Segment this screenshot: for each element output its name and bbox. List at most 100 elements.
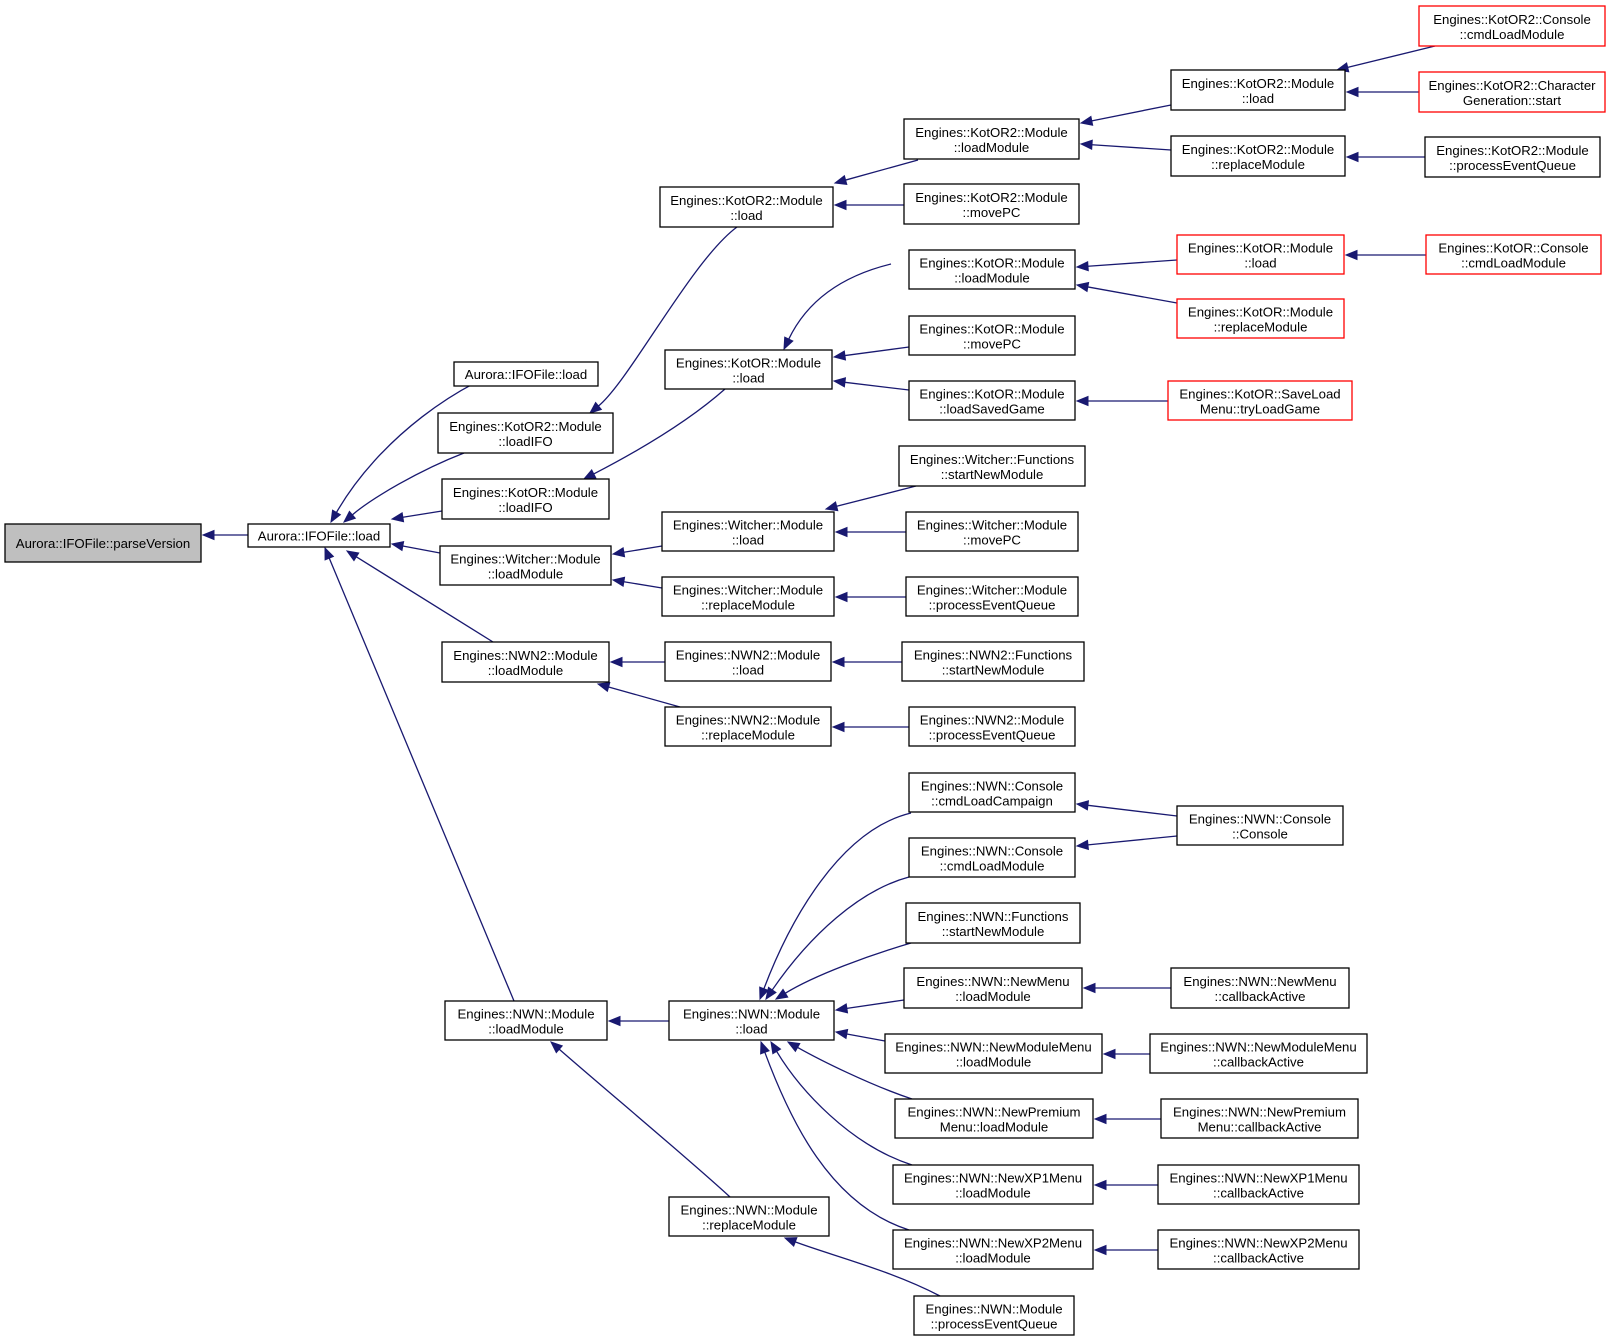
node-n28[interactable]: Engines::Witcher::Module::processEventQu… bbox=[905, 576, 1079, 617]
node-box[interactable] bbox=[1149, 1033, 1368, 1074]
node-box[interactable] bbox=[668, 1196, 830, 1237]
node-n23[interactable]: Engines::KotOR::SaveLoadMenu::tryLoadGam… bbox=[1167, 380, 1353, 421]
node-n7[interactable]: Engines::NWN::Module::loadModule bbox=[444, 1000, 608, 1041]
node-n34[interactable]: Engines::NWN::Module::replaceModule bbox=[668, 1196, 830, 1237]
node-box[interactable] bbox=[908, 380, 1076, 421]
node-box[interactable] bbox=[1170, 69, 1346, 111]
node-n42[interactable]: Engines::NWN::NewXP2Menu::loadModule bbox=[892, 1229, 1094, 1270]
node-n33[interactable]: Engines::NWN::Module::load bbox=[668, 1000, 835, 1041]
node-n14[interactable]: Engines::KotOR2::CharacterGeneration::st… bbox=[1418, 71, 1606, 113]
node-n43[interactable]: Engines::NWN::Module::processEventQueue bbox=[913, 1295, 1075, 1336]
node-box[interactable] bbox=[905, 902, 1081, 944]
node-n41[interactable]: Engines::NWN::NewXP1Menu::loadModule bbox=[892, 1164, 1094, 1205]
node-n35[interactable]: Engines::NWN::Console::cmdLoadCampaign bbox=[908, 772, 1076, 813]
node-n29[interactable]: Engines::NWN2::Module::load bbox=[664, 641, 832, 682]
node-n2[interactable]: Aurora::IFOFile::load bbox=[453, 361, 599, 387]
node-box[interactable] bbox=[453, 361, 599, 387]
node-box[interactable] bbox=[1176, 805, 1344, 846]
node-box[interactable] bbox=[1170, 135, 1346, 177]
node-box[interactable] bbox=[892, 1164, 1094, 1205]
node-n4[interactable]: Engines::KotOR::Module::loadIFO bbox=[441, 478, 610, 520]
node-box[interactable] bbox=[668, 1000, 835, 1041]
node-box[interactable] bbox=[908, 249, 1076, 290]
node-box[interactable] bbox=[1176, 298, 1345, 339]
node-box[interactable] bbox=[903, 967, 1083, 1009]
node-box[interactable] bbox=[908, 706, 1076, 747]
node-n48[interactable]: Engines::NWN::NewXP1Menu::callbackActive bbox=[1157, 1164, 1360, 1205]
node-box[interactable] bbox=[437, 412, 614, 454]
node-box[interactable] bbox=[664, 349, 833, 390]
node-box[interactable] bbox=[1424, 136, 1601, 178]
node-box[interactable] bbox=[659, 186, 834, 228]
node-box[interactable] bbox=[905, 576, 1079, 617]
node-box[interactable] bbox=[894, 1098, 1094, 1139]
node-n11[interactable]: Engines::KotOR2::Module::load bbox=[1170, 69, 1346, 111]
node-box[interactable] bbox=[1160, 1098, 1359, 1139]
node-box[interactable] bbox=[439, 545, 612, 586]
node-box[interactable] bbox=[1425, 234, 1602, 275]
node-box[interactable] bbox=[908, 315, 1076, 356]
node-n30[interactable]: Engines::NWN2::Module::replaceModule bbox=[664, 706, 832, 747]
node-n46[interactable]: Engines::NWN::NewModuleMenu::callbackAct… bbox=[1149, 1033, 1368, 1074]
node-box[interactable] bbox=[1167, 380, 1353, 421]
node-n6[interactable]: Engines::NWN2::Module::loadModule bbox=[441, 641, 610, 683]
node-box[interactable] bbox=[1157, 1229, 1360, 1270]
node-box[interactable] bbox=[908, 772, 1076, 813]
node-box[interactable] bbox=[898, 445, 1086, 487]
node-n32[interactable]: Engines::NWN2::Module::processEventQueue bbox=[908, 706, 1076, 747]
node-box[interactable] bbox=[1157, 1164, 1360, 1205]
node-box[interactable] bbox=[664, 641, 832, 682]
node-n13[interactable]: Engines::KotOR2::Console::cmdLoadModule bbox=[1418, 5, 1606, 47]
node-n5[interactable]: Engines::Witcher::Module::loadModule bbox=[439, 545, 612, 586]
node-n24[interactable]: Engines::Witcher::Module::load bbox=[661, 511, 835, 552]
node-box[interactable] bbox=[892, 1229, 1094, 1270]
node-box[interactable] bbox=[903, 118, 1080, 160]
node-n15[interactable]: Engines::KotOR2::Module::processEventQue… bbox=[1424, 136, 1601, 178]
node-n27[interactable]: Engines::Witcher::Module::movePC bbox=[905, 511, 1079, 552]
node-box[interactable] bbox=[247, 523, 391, 548]
node-n16[interactable]: Engines::KotOR::Module::load bbox=[664, 349, 833, 390]
node-n20[interactable]: Engines::KotOR::Module::load bbox=[1176, 234, 1345, 275]
node-box[interactable] bbox=[4, 523, 202, 563]
node-n18[interactable]: Engines::KotOR::Module::movePC bbox=[908, 315, 1076, 356]
node-n1[interactable]: Aurora::IFOFile::load bbox=[247, 523, 391, 548]
node-box[interactable] bbox=[1418, 71, 1606, 113]
node-n44[interactable]: Engines::NWN::Console::Console bbox=[1176, 805, 1344, 846]
node-box[interactable] bbox=[1176, 234, 1345, 275]
node-box[interactable] bbox=[908, 837, 1076, 878]
node-box[interactable] bbox=[1170, 967, 1350, 1009]
node-n39[interactable]: Engines::NWN::NewModuleMenu::loadModule bbox=[884, 1033, 1103, 1074]
node-n8[interactable]: Engines::KotOR2::Module::load bbox=[659, 186, 834, 228]
node-n38[interactable]: Engines::NWN::NewMenu::loadModule bbox=[903, 967, 1083, 1009]
node-n19[interactable]: Engines::KotOR::Module::loadSavedGame bbox=[908, 380, 1076, 421]
node-n31[interactable]: Engines::NWN2::Functions::startNewModule bbox=[901, 641, 1085, 682]
node-n45[interactable]: Engines::NWN::NewMenu::callbackActive bbox=[1170, 967, 1350, 1009]
node-n10[interactable]: Engines::KotOR2::Module::movePC bbox=[903, 183, 1080, 225]
node-box[interactable] bbox=[441, 478, 610, 520]
node-box[interactable] bbox=[661, 576, 835, 617]
node-n9[interactable]: Engines::KotOR2::Module::loadModule bbox=[903, 118, 1080, 160]
node-n49[interactable]: Engines::NWN::NewXP2Menu::callbackActive bbox=[1157, 1229, 1360, 1270]
node-n3[interactable]: Engines::KotOR2::Module::loadIFO bbox=[437, 412, 614, 454]
node-box[interactable] bbox=[661, 511, 835, 552]
node-box[interactable] bbox=[901, 641, 1085, 682]
node-n37[interactable]: Engines::NWN::Functions::startNewModule bbox=[905, 902, 1081, 944]
node-box[interactable] bbox=[1418, 5, 1606, 47]
node-n25[interactable]: Engines::Witcher::Module::replaceModule bbox=[661, 576, 835, 617]
node-n21[interactable]: Engines::KotOR::Module::replaceModule bbox=[1176, 298, 1345, 339]
node-box[interactable] bbox=[913, 1295, 1075, 1336]
node-n0[interactable]: Aurora::IFOFile::parseVersion bbox=[4, 523, 202, 563]
node-n36[interactable]: Engines::NWN::Console::cmdLoadModule bbox=[908, 837, 1076, 878]
node-box[interactable] bbox=[444, 1000, 608, 1041]
node-box[interactable] bbox=[884, 1033, 1103, 1074]
node-box[interactable] bbox=[903, 183, 1080, 225]
node-n17[interactable]: Engines::KotOR::Module::loadModule bbox=[908, 249, 1076, 290]
node-box[interactable] bbox=[905, 511, 1079, 552]
node-box[interactable] bbox=[441, 641, 610, 683]
node-n12[interactable]: Engines::KotOR2::Module::replaceModule bbox=[1170, 135, 1346, 177]
node-n47[interactable]: Engines::NWN::NewPremiumMenu::callbackAc… bbox=[1160, 1098, 1359, 1139]
node-box[interactable] bbox=[664, 706, 832, 747]
node-n22[interactable]: Engines::KotOR::Console::cmdLoadModule bbox=[1425, 234, 1602, 275]
node-n26[interactable]: Engines::Witcher::Functions::startNewMod… bbox=[898, 445, 1086, 487]
